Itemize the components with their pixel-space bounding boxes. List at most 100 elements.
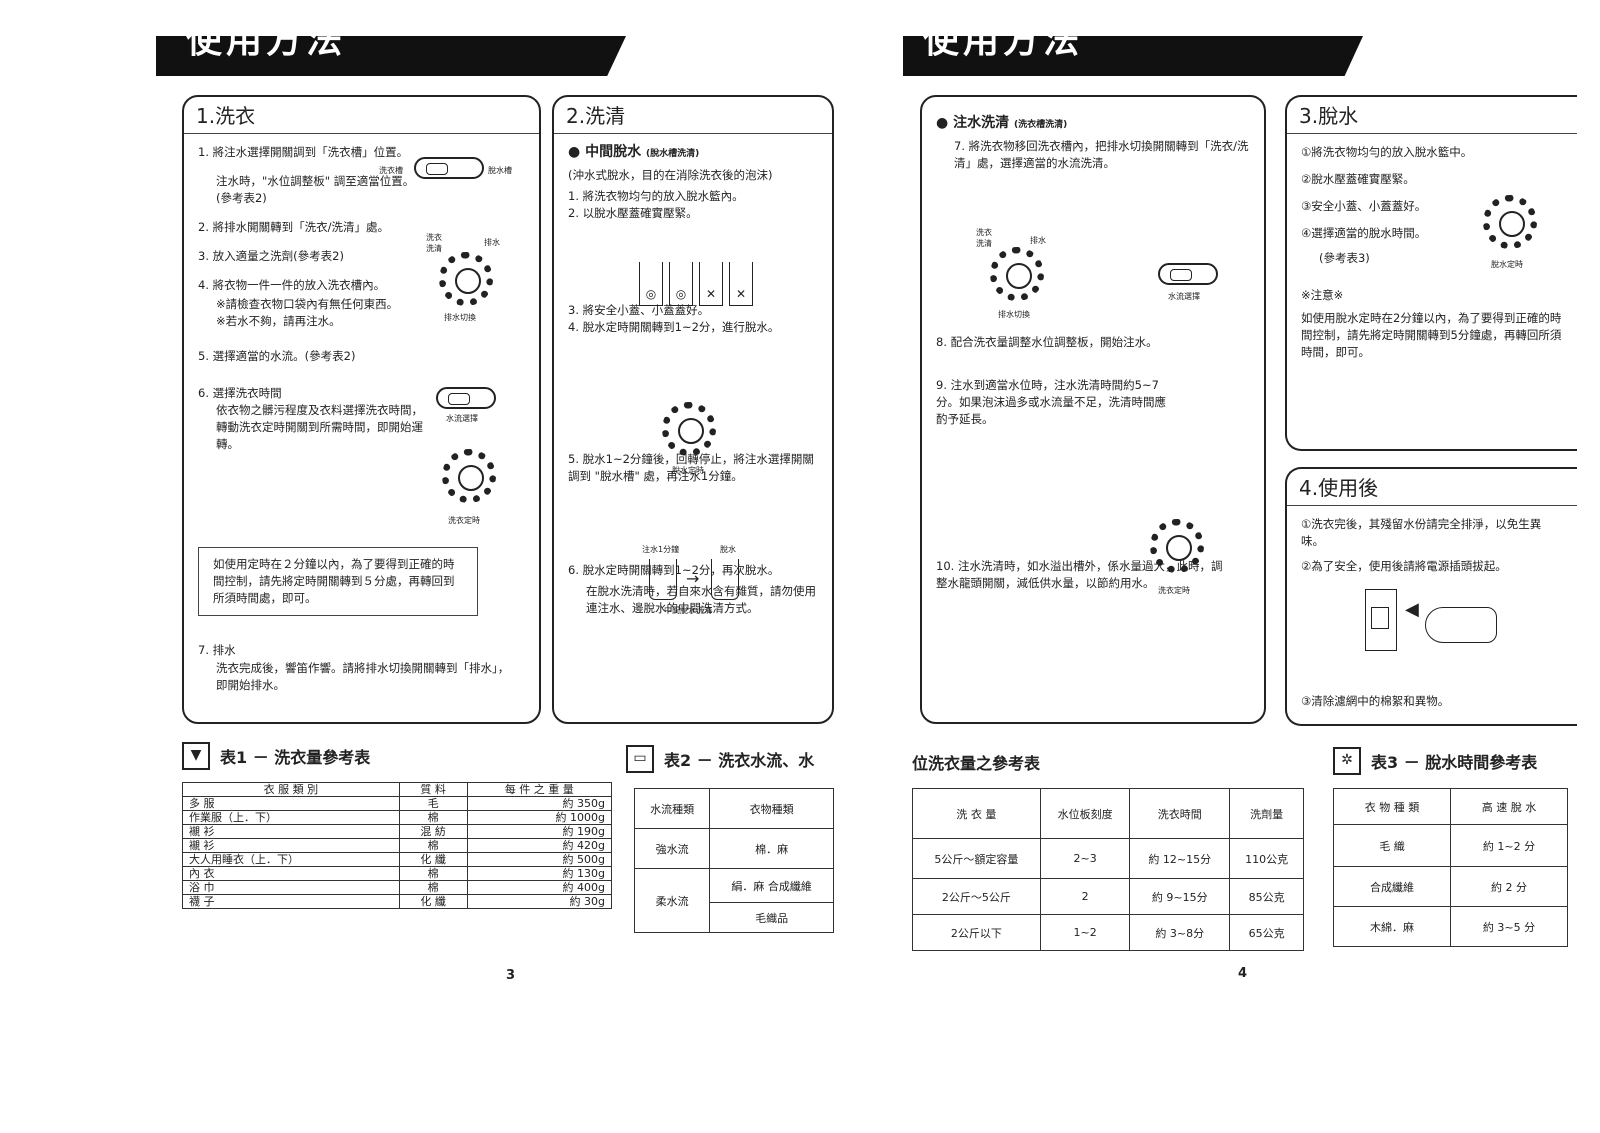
water-select-switch [414, 157, 484, 179]
table1: 衣 服 類 別 質 料 每 件 之 重 量 多 服毛約 350g 作業服（上．下… [182, 782, 613, 909]
spin-icon: ✲ [1333, 747, 1361, 775]
table-row: 襯 衫棉約 420g [182, 838, 613, 853]
rinse2-section: ● 注水洗清 (洗衣槽洗清) 7. 將洗衣物移回洗衣槽內，把排水切換開關轉到「洗… [920, 95, 1266, 724]
rinse2-timer-dial-icon [1150, 519, 1204, 573]
rinse-title: 2.洗清 [554, 97, 832, 134]
table-row: 毛 織約 1~2 分 [1333, 824, 1568, 867]
table2-header: 水流種類衣物種類 [633, 788, 834, 829]
rinse2-flow-switch [1158, 263, 1218, 285]
rinse2-drain-bottom-label: 排水切換 [998, 310, 1030, 319]
spin-note: 如使用脫水定時在2分鐘以內，為了要得到正確的時間控制，請先將定時開關轉到5分鐘處… [1301, 311, 1562, 359]
table-row: 柔水流絹．麻 合成纖維 [633, 868, 834, 933]
table3: 衣 物 種 類高 速 脫 水 毛 織約 1~2 分 合成纖維約 2 分 木綿．麻… [1333, 788, 1568, 947]
flow-switch [436, 387, 496, 409]
wash-step-6: 6. 選擇洗衣時間 [198, 386, 282, 400]
after-use-body: ①洗衣完後，其殘留水份請完全排淨，以免生異味。 ②為了安全，使用後請將電源插頭拔… [1287, 506, 1577, 585]
wash-step-4: 4. 將衣物一件一件的放入洗衣槽內。 [198, 278, 386, 292]
table-row: 木綿．麻約 3~5 分 [1333, 906, 1568, 947]
rinse-step-4: 4. 脫水定時開關轉到1~2分，進行脫水。 [568, 320, 780, 334]
basket-icon-3: ✕ [699, 262, 723, 306]
flow-label: 水流選擇 [446, 414, 478, 423]
table-row: 襯 衫混 紡約 190g [182, 824, 613, 839]
drain-top-right-label: 排水 [484, 238, 500, 247]
shirt-icon: ▼ [182, 742, 210, 770]
rinse2-drain-dial-icon [990, 247, 1044, 301]
wash-step-4-note2: ※若水不夠，請再注水。 [216, 314, 341, 328]
wash-step-3: 3. 放入適量之洗劑(參考表2) [198, 249, 344, 263]
table-row: 襪 子化 纖約 30g [182, 894, 613, 909]
spin-timer-dial-icon [662, 402, 716, 456]
table2: 水流種類衣物種類 強水流棉．麻 柔水流絹．麻 合成纖維 毛織品 [633, 788, 834, 933]
basket-icon-1: ◎ [639, 262, 663, 306]
rinse-step-6-note: 在脫水洗清時，若自來水含有雜質，請勿使用連注水、邊脫水的中間洗清方式。 [586, 584, 816, 615]
plug-outlet-icon: ◀ [1365, 589, 1515, 669]
spin-body: ①將洗衣物均勻的放入脫水籃中。 ②脫水壓蓋確實壓緊。 ③安全小蓋、小蓋蓋好。 ④… [1287, 134, 1577, 371]
spin-timer-label-2: 脫水定時 [1491, 260, 1523, 269]
fill-label: 注水1分鐘 [642, 545, 680, 554]
right-page-banner: 使用方法 [903, 36, 1363, 76]
rinse-step-3: 3. 將安全小蓋、小蓋蓋好。 [568, 303, 710, 317]
basket-icon-2: ◎ [669, 262, 693, 306]
right-banner-title: 使用方法 [923, 36, 1084, 61]
wash-section: 1.洗衣 1. 將注水選擇開關調到「洗衣槽」位置。 注水時，"水位調整板" 調至… [182, 95, 541, 724]
rinse2-step-10: 10. 注水洗清時，如水溢出槽外，係水量過大，此時，調整水龍頭開關，減低供水量，… [936, 559, 1223, 590]
rinse2-flow-label: 水流選擇 [1168, 292, 1200, 301]
table-row: 作業服（上．下）棉約 1000g [182, 810, 613, 825]
table-row: 合成纖維約 2 分 [1333, 866, 1568, 907]
spin-step-4: ④選擇適當的脫水時間。 [1301, 226, 1427, 240]
spin-section: 3.脫水 ①將洗衣物均勻的放入脫水籃中。 ②脫水壓蓋確實壓緊。 ③安全小蓋、小蓋… [1285, 95, 1577, 451]
wash-note-box: 如使用定時在２分鐘以內，為了要得到正確的時間控制，請先將定時開關轉到５分處，再轉… [198, 547, 478, 616]
table1-title: ▼表1 － 洗衣量參考表 [182, 742, 370, 770]
rinse2-step-7: 7. 將洗衣物移回洗衣槽內，把排水切換開關轉到「洗衣/洗清」處，選擇適當的水流洗… [954, 139, 1249, 170]
fill-tub-icon [649, 559, 677, 600]
rinse-section: 2.洗清 ● 中間脫水 (脫水槽洗清) (沖水式脫水，目的在消除洗衣後的泡沫) … [552, 95, 834, 724]
table1-header: 衣 服 類 別 質 料 每 件 之 重 量 [182, 782, 613, 797]
wash-step-5: 5. 選擇適當的水流。(參考表2) [198, 349, 356, 363]
table-row: 毛織品 [635, 902, 834, 933]
wash-step-7-title: 7. 排水 [198, 643, 236, 657]
wash-body: 1. 將注水選擇開關調到「洗衣槽」位置。 注水時，"水位調整板" 調至適當位置。… [184, 134, 442, 475]
table2-cont-header: 洗 衣 量水位板刻度 洗衣時間洗劑量 [912, 788, 1304, 839]
table-row: 強水流棉．麻 [633, 828, 834, 869]
spin-title: 3.脫水 [1287, 97, 1577, 134]
table2-cont-title: 位洗衣量之參考表 [912, 754, 1041, 773]
spin-timer-dial-icon-2 [1483, 195, 1537, 249]
spin-step-2: ②脫水壓蓋確實壓緊。 [1301, 172, 1415, 186]
spin-basket-illustration: ◎ ◎ ✕ ✕ [639, 262, 753, 306]
rinse-intro: (沖水式脫水，目的在消除洗衣後的泡沫) [568, 168, 773, 182]
table3-header: 衣 物 種 類高 速 脫 水 [1333, 788, 1568, 825]
wash-step-7-text: 洗衣完成後，響笛作響。請將排水切換開關轉到「排水」，即開始排水。 [216, 661, 510, 692]
table2-title: ▭表2 － 洗衣水流、水 [626, 745, 814, 773]
drain-dial-icon [439, 252, 493, 306]
rinse-subtitle: ● 中間脫水 (脫水槽洗清) [568, 144, 700, 160]
table-row: 大人用睡衣（上．下）化 纖約 500g [182, 852, 613, 867]
left-page-banner: 使用方法 [156, 36, 626, 76]
rinse2-timer-label: 洗衣定時 [1158, 586, 1190, 595]
spin-timer-label: 脫水定時 [672, 466, 704, 475]
wash-title: 1.洗衣 [184, 97, 539, 134]
rinse-body: ● 中間脫水 (脫水槽洗清) (沖水式脫水，目的在消除洗衣後的泡沫) 1. 將洗… [554, 134, 832, 627]
diagram-label: 中間脫水洗清 [664, 606, 712, 615]
wash-timer-label: 洗衣定時 [448, 516, 480, 525]
left-banner-title: 使用方法 [186, 36, 347, 61]
table-row: 多 服毛約 350g [182, 796, 613, 811]
rinse2-drain-top-left-label: 洗衣洗清 [976, 228, 992, 248]
table-row: 內 衣棉約 130g [182, 866, 613, 881]
after-step-3: ③清除濾網中的棉絮和異物。 [1301, 694, 1450, 708]
table-row: 浴 巾棉約 400g [182, 880, 613, 895]
spin-step-1: ①將洗衣物均勻的放入脫水籃中。 [1301, 145, 1473, 159]
after-step-1: ①洗衣完後，其殘留水份請完全排淨，以免生異味。 [1301, 517, 1542, 548]
wash-step-1b: 注水時，"水位調整板" 調至適當位置。(參考表2) [216, 174, 415, 205]
rinse-step-6: 6. 脫水定時開關轉到1~2分，再次脫水。 [568, 563, 780, 577]
wash-step-1: 1. 將注水選擇開關調到「洗衣槽」位置。 [198, 145, 409, 159]
spin-note-title: ※注意※ [1301, 288, 1344, 302]
tub-right-label: 脫水槽 [488, 166, 512, 175]
after-use-section: 4.使用後 ①洗衣完後，其殘留水份請完全排淨，以免生異味。 ②為了安全，使用後請… [1285, 467, 1577, 726]
rinse2-step-9: 9. 注水到適當水位時，注水洗清時間約5~7分。如果泡沫過多或水流量不足，洗清時… [936, 378, 1166, 426]
rinse-step-2: 2. 以脫水壓蓋確實壓緊。 [568, 206, 698, 220]
right-page-number: 4 [1238, 966, 1248, 981]
